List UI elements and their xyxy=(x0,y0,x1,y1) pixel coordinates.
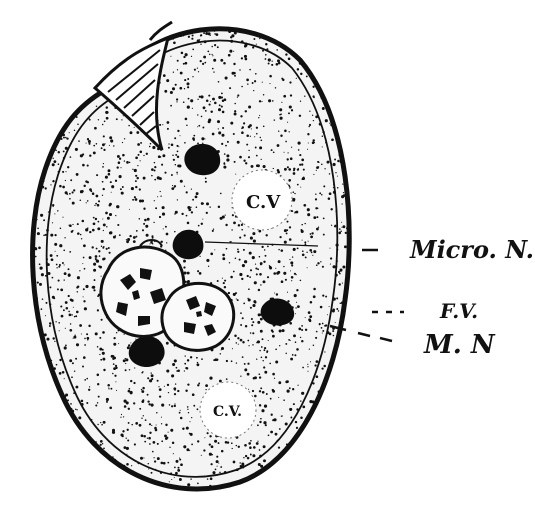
label-food-vacuole: F.V. xyxy=(439,299,478,323)
contractile-vacuole-upper: C.V xyxy=(232,170,292,230)
cv-label-lower: C.V. xyxy=(213,404,242,420)
contractile-vacuole-lower: C.V. xyxy=(200,382,256,438)
label-micronucleus: Micro. N. xyxy=(409,235,534,264)
cv-label-upper: C.V xyxy=(246,192,281,213)
label-macronucleus: M. N xyxy=(423,330,496,360)
